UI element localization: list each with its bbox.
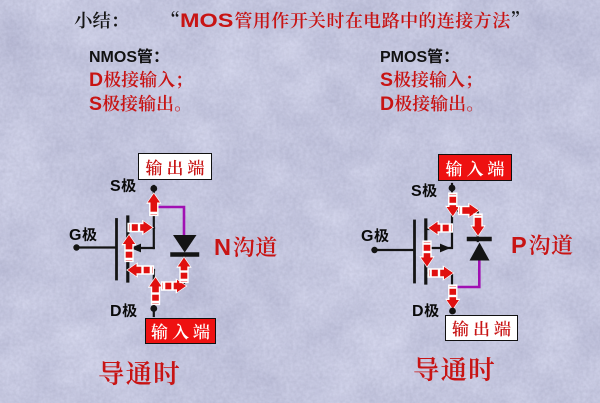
pmos-flow-source-head [446,207,459,216]
title-close-quote: ” [510,7,529,33]
nmos-flow-diode-head [177,257,191,267]
pmos-drain-label: D极 [412,302,440,320]
nmos-flow-channel-head [122,235,136,244]
nmos-body-diode [173,235,197,253]
pmos-channel-label: P沟道 [511,231,574,258]
nmos-input-box: 输入端 [145,318,216,344]
pmos-output-box: 输出端 [445,315,518,341]
nmos-diode-anode-wire [153,205,186,238]
pmos-source-label: S极 [411,182,438,200]
pmos-drain-dot [449,307,456,315]
pmos-body-arrow [440,243,451,253]
nmos-body-arrow [130,243,141,253]
nmos-flow-source-head [147,193,160,203]
nmos-flow-bottom-head [127,263,137,277]
pmos-rule-1: S极接输入； [380,68,484,91]
pmos-flow-channel-head [420,257,434,267]
nmos-output-box: 输出端 [138,153,212,180]
pmos-source-dot [448,184,456,192]
nmos-channel-label: N沟道 [214,234,278,260]
nmos-flow-top-head [143,221,153,234]
nmos-drain-dot [150,305,158,312]
nmos-rule-1: D极接输入； [89,68,194,91]
nmos-source-label: S极 [110,177,137,195]
pmos-flow-diode-head [471,226,485,236]
pmos-input-box: 输入端 [438,154,512,181]
pmos-flow-bottom-head [444,266,453,280]
nmos-flow-drain-head [149,277,162,287]
pmos-flow-top-head [428,221,438,235]
title-open-quote: “ [161,7,181,33]
pmos-body-diode [469,242,490,261]
pmos-gate-dot [371,246,378,254]
nmos-gate-dot [73,244,80,251]
title-device: MOS [180,10,234,32]
nmos-source-dot [150,185,158,192]
pmos-flow-drain-head [446,300,459,309]
nmos-gate-label: G极 [69,226,97,244]
nmos-flow-branch-head [177,279,186,293]
pmos-heading: PMOS管： [380,48,460,66]
nmos-state-caption: 导通时 [98,351,181,391]
pmos-state-caption: 导通时 [413,347,496,387]
title-label: 小结： [74,7,130,33]
pmos-flow-branch-head [469,204,479,217]
title-text: 管用作开关时在电路中的连接方法 [234,7,511,33]
pmos-gate-label: G极 [361,227,389,245]
nmos-drain-label: D极 [110,302,138,320]
pmos-rule-2: D极接输出。 [380,92,485,115]
pmos-diode-anode-wire [451,257,481,289]
nmos-rule-2: S极接输出。 [89,92,193,115]
nmos-heading: NMOS管： [89,48,170,66]
slide-title: 小结： “MOS管用作开关时在电路中的连接方法” [74,9,529,33]
